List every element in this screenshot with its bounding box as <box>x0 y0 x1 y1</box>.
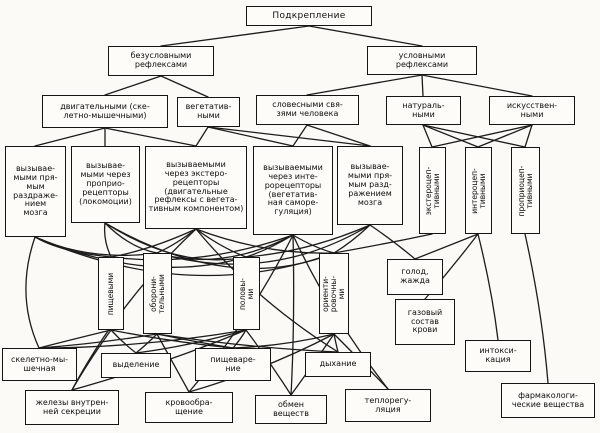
node-unconditioned-reflexes: безусловными рефлексами <box>108 46 214 76</box>
node-vegetative: вегетатив- ными <box>177 97 240 127</box>
node-conditioned-reflexes: условными рефлексами <box>367 46 477 75</box>
connectors-group <box>25 25 549 396</box>
node-exteroceptive-label: экстероцеп- тивными <box>423 166 441 215</box>
node-brain-direct-right: вызывае- мыми пря- мым разд- ражением мо… <box>337 146 403 225</box>
node-defensive: оборони- тельными <box>143 253 172 334</box>
node-defensive-label: оборони- тельными <box>148 273 166 314</box>
node-via-proprioreceptors: вызывае- мыми через проприо- рецепторы (… <box>71 146 140 223</box>
node-motor: двигательными (ске- летно-мышечными) <box>42 95 168 128</box>
node-skeletal-muscular: скелетно-мы- шечная <box>2 348 77 381</box>
node-verbal-connections: словесными свя- зями человека <box>256 95 359 125</box>
node-digestion: пищеваре- ние <box>195 348 271 381</box>
node-breathing: дыхание <box>305 352 371 377</box>
node-metabolism: обмен веществ <box>255 395 327 424</box>
node-via-exteroreceptors: вызываемыми через экстеро- рецепторы (дв… <box>145 146 247 229</box>
node-proprioceptive: проприоцеп- тивными <box>511 147 540 234</box>
node-blood-gas: газовый состав крови <box>395 299 455 345</box>
node-orienting-label: ориенти- ровочны- ми <box>321 275 346 312</box>
node-circulation: кровообра- щение <box>145 392 233 423</box>
node-sexual-label: половы- ми <box>237 277 255 310</box>
node-sexual: половы- ми <box>233 257 260 330</box>
node-interoceptive-label: интероцеп- тивными <box>469 167 487 214</box>
node-via-interoreceptors: вызываемыми через инте- рорецепторы (вег… <box>253 146 333 235</box>
node-thermoregulation: теплорегу- ляция <box>345 389 431 422</box>
node-natural: натураль- ными <box>386 96 461 125</box>
node-artificial: искусствен- ными <box>489 96 575 125</box>
node-hunger-thirst: голод, жажда <box>387 259 443 295</box>
node-interoceptive: интероцеп- тивными <box>465 147 492 234</box>
node-intoxication: интокси- кация <box>465 340 531 372</box>
node-brain-direct-left: вызывае- мыми пря- мым раздраже- нием мо… <box>5 146 66 237</box>
node-food: пищевыми <box>98 257 124 330</box>
node-excretion: выделение <box>101 353 171 378</box>
node-proprioceptive-label: проприоцеп- тивными <box>516 165 534 216</box>
node-endocrine-glands: железы внутрен- ней секреции <box>25 390 119 425</box>
node-orienting: ориенти- ровочны- ми <box>319 253 349 334</box>
node-root: Подкрепление <box>246 6 372 26</box>
node-exteroceptive: экстероцеп- тивными <box>419 147 446 234</box>
node-food-label: пищевыми <box>106 272 116 315</box>
node-pharmacological: фармакологи- ческие вещества <box>501 383 595 418</box>
